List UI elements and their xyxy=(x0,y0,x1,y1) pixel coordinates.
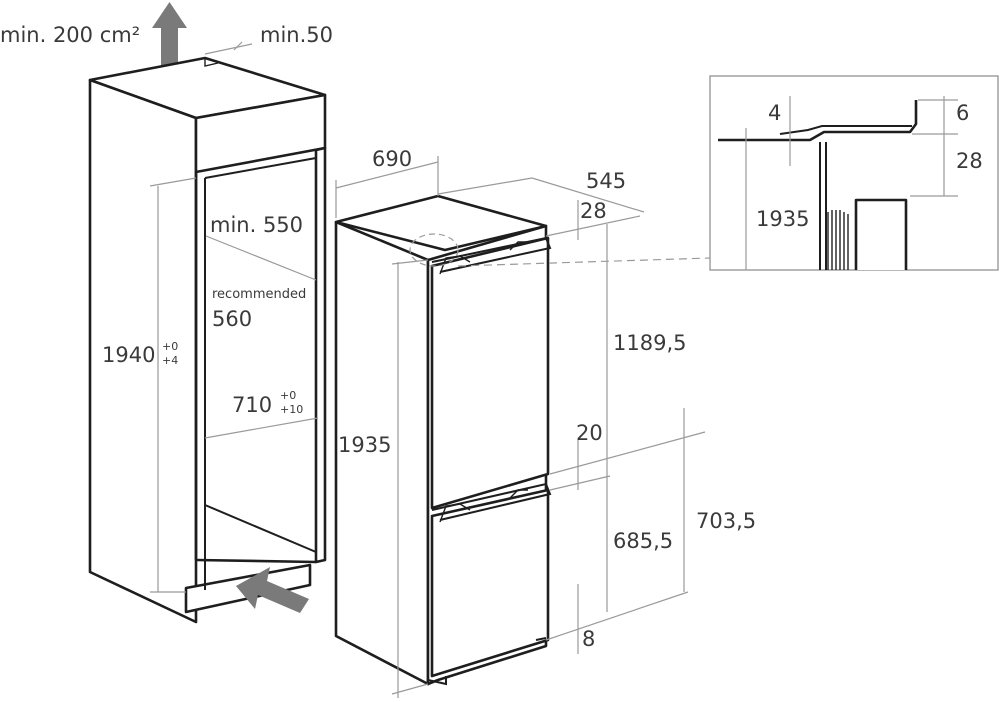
niche-cabinet xyxy=(88,2,327,624)
detail-view xyxy=(709,75,999,271)
niche-dimensions xyxy=(149,41,319,593)
upper-door-label: 1189,5 xyxy=(613,331,686,355)
vent-in-arrow-icon xyxy=(236,567,309,613)
appliance-height-label: 1935 xyxy=(338,433,391,457)
detail-dim-a-label: 4 xyxy=(768,101,781,125)
top-gap-label: min.50 xyxy=(260,23,333,47)
appliance-depth-label: 690 xyxy=(372,147,412,171)
fridge-appliance xyxy=(334,194,552,686)
appliance-width-label: 545 xyxy=(586,169,626,193)
niche-width-tol-plus: +0 xyxy=(280,389,296,402)
niche-depth-label: min. 550 xyxy=(210,213,303,237)
niche-height-tol-minus: +4 xyxy=(162,354,178,367)
recommended-label: recommended xyxy=(212,287,306,302)
detail-dim-b-label: 6 xyxy=(956,101,969,125)
niche-height-tol-plus: +0 xyxy=(162,340,178,353)
labels: min. 200 cm² min.50 min. 550 recommended… xyxy=(0,23,983,651)
lower-door-label: 685,5 xyxy=(613,529,673,553)
top-clearance-label: 28 xyxy=(580,199,607,223)
bottom-gap-label: 8 xyxy=(582,627,595,651)
recommended-depth-label: 560 xyxy=(212,307,252,331)
door-gap-label: 20 xyxy=(576,421,603,445)
lower-section-label: 703,5 xyxy=(696,509,756,533)
niche-height-label: 1940 xyxy=(102,343,155,367)
detail-height-label: 1935 xyxy=(756,207,809,231)
vent-area-label: min. 200 cm² xyxy=(0,23,140,47)
detail-dim-c-label: 28 xyxy=(956,149,983,173)
niche-width-label: 710 xyxy=(232,393,272,417)
vent-up-arrow-icon xyxy=(152,2,187,68)
appliance-dimensions xyxy=(335,156,711,698)
niche-width-tol-minus: +10 xyxy=(280,403,303,416)
